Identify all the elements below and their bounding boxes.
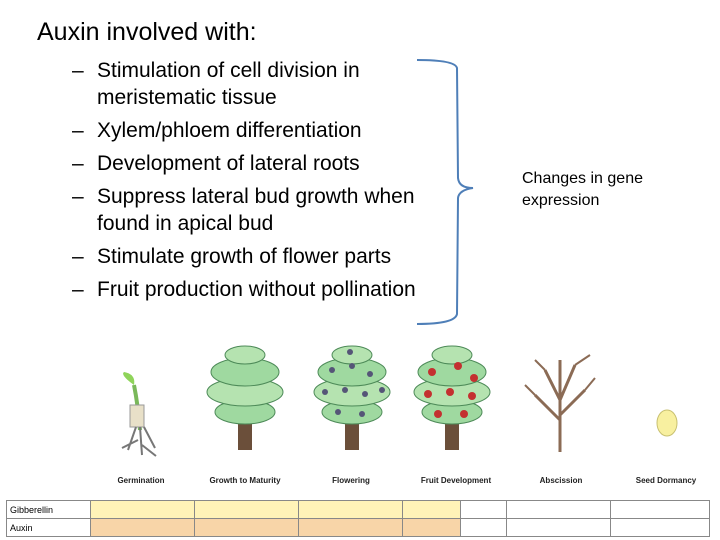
table-row: Gibberellin (6, 500, 710, 519)
bullet-marker: – (72, 152, 84, 175)
table-cell (194, 500, 299, 519)
table-row: Auxin (6, 518, 710, 537)
flowering-tree-icon (313, 345, 391, 450)
bullet-text: Development of lateral roots (97, 152, 360, 175)
table-cell (90, 500, 195, 519)
plant-life-cycle-illustration (121, 345, 678, 457)
slide-title: Auxin involved with: (37, 18, 257, 46)
table-cell (610, 500, 710, 519)
seed-icon (656, 409, 678, 437)
table-cell (90, 518, 195, 537)
table-cell (298, 518, 403, 537)
table-cell (506, 518, 611, 537)
stage-label-fruit: Fruit Development (420, 476, 492, 485)
bullet-item: –Xylem/phloem differentiation (72, 117, 462, 144)
bullet-item: –Suppress lateral bud growth when found … (72, 183, 462, 237)
seedling-icon (121, 372, 157, 457)
table-cell (610, 518, 710, 537)
stage-label-abscission: Abscission (539, 476, 583, 485)
bullet-text: Stimulation of cell division in meristem… (97, 59, 360, 109)
bullet-marker: – (72, 185, 84, 208)
bullet-marker: – (72, 278, 84, 301)
table-cell (506, 500, 611, 519)
row-label: Auxin (6, 518, 91, 537)
bullet-list: –Stimulation of cell division in meriste… (72, 57, 462, 309)
stage-label-germination: Germination (117, 476, 165, 485)
bullet-marker: – (72, 119, 84, 142)
table-cell (402, 500, 461, 519)
bullet-item: –Fruit production without pollination (72, 276, 462, 303)
table-cell (460, 500, 507, 519)
bullet-text: Fruit production without pollination (97, 278, 416, 301)
bullet-marker: – (72, 59, 84, 82)
stage-label-growth: Growth to Maturity (209, 476, 281, 485)
bullet-item: –Stimulate growth of flower parts (72, 243, 462, 270)
hormone-table: Gibberellin Auxin (6, 500, 710, 537)
stage-label-seed-dormancy: Seed Dormancy (635, 476, 697, 485)
table-cell (298, 500, 403, 519)
bare-tree-icon (524, 354, 596, 452)
bullet-text: Xylem/phloem differentiation (97, 119, 362, 142)
table-cell (194, 518, 299, 537)
table-cell (460, 518, 507, 537)
bullet-item: –Stimulation of cell division in meriste… (72, 57, 462, 111)
fruiting-tree-icon (413, 345, 491, 450)
table-cell (402, 518, 461, 537)
tree-icon (206, 345, 284, 450)
bullet-text: Stimulate growth of flower parts (97, 245, 392, 268)
stage-label-flowering: Flowering (332, 476, 370, 485)
bullet-item: –Development of lateral roots (72, 150, 462, 177)
brace-note: Changes in gene expression (522, 170, 643, 209)
bullet-text: Suppress lateral bud growth when found i… (97, 185, 415, 235)
right-brace-icon (416, 59, 474, 325)
bullet-marker: – (72, 245, 84, 268)
row-label: Gibberellin (6, 500, 91, 519)
